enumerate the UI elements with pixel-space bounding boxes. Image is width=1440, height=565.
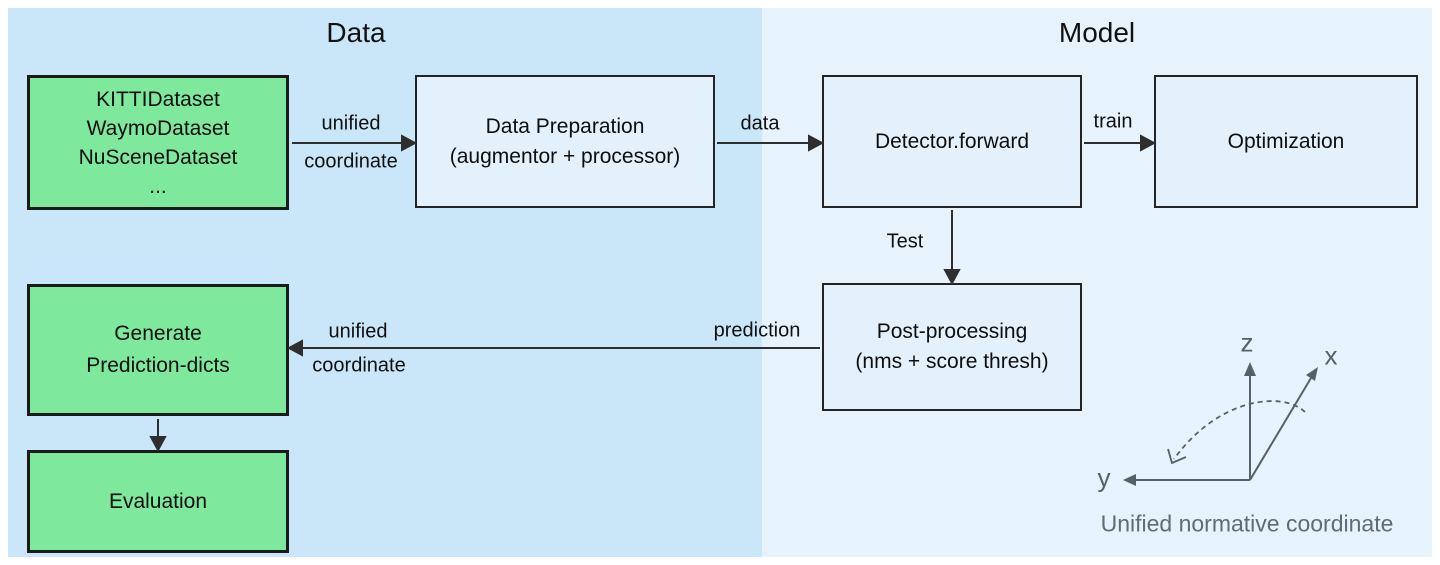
edge-label-data: data	[740, 112, 780, 135]
edge-label-coordinate-bottom: coordinate	[312, 354, 406, 377]
node-post-processing: Post-processing (nms + score thresh)	[822, 283, 1082, 411]
node-label: Detector.forward	[874, 129, 1030, 153]
y-axis-label: y	[1097, 462, 1111, 493]
data-section-title: Data	[326, 17, 386, 48]
node-datasets: KITTIDataset WaymoDataset NuSceneDataset…	[27, 75, 289, 210]
node-generate-prediction-dicts: Generate Prediction-dicts	[27, 284, 289, 416]
node-label: (augmentor + processor)	[449, 144, 681, 168]
node-label: (nms + score thresh)	[855, 350, 1049, 373]
dataset-line: NuSceneDataset	[78, 145, 238, 169]
edge-label-unified-top: unified	[321, 112, 381, 135]
x-axis-label: x	[1324, 340, 1338, 371]
node-label: Evaluation	[108, 489, 208, 513]
edge-label-prediction: prediction	[713, 319, 801, 342]
dataset-line: WaymoDataset	[86, 116, 230, 140]
edge-label-unified-bottom: unified	[328, 320, 388, 343]
node-label: Prediction-dicts	[86, 354, 230, 377]
node-evaluation: Evaluation	[27, 450, 289, 553]
dataset-line: ...	[149, 174, 167, 198]
node-detector-forward: Detector.forward	[822, 75, 1082, 208]
node-label: Post-processing	[876, 320, 1028, 343]
edge-label-train: train	[1093, 110, 1133, 133]
z-axis-label: z	[1240, 327, 1254, 358]
edge-label-test: Test	[886, 230, 924, 253]
node-data-preparation: Data Preparation (augmentor + processor)	[415, 75, 715, 208]
node-label: Data Preparation	[485, 114, 645, 138]
node-label: Generate	[114, 322, 202, 345]
node-label: Optimization	[1227, 129, 1345, 153]
edge-label-coordinate-top: coordinate	[304, 150, 398, 173]
axes-caption: Unified normative coordinate	[1100, 510, 1394, 537]
node-optimization: Optimization	[1154, 75, 1418, 208]
dataset-line: KITTIDataset	[96, 87, 220, 111]
model-section-title: Model	[1058, 17, 1136, 48]
